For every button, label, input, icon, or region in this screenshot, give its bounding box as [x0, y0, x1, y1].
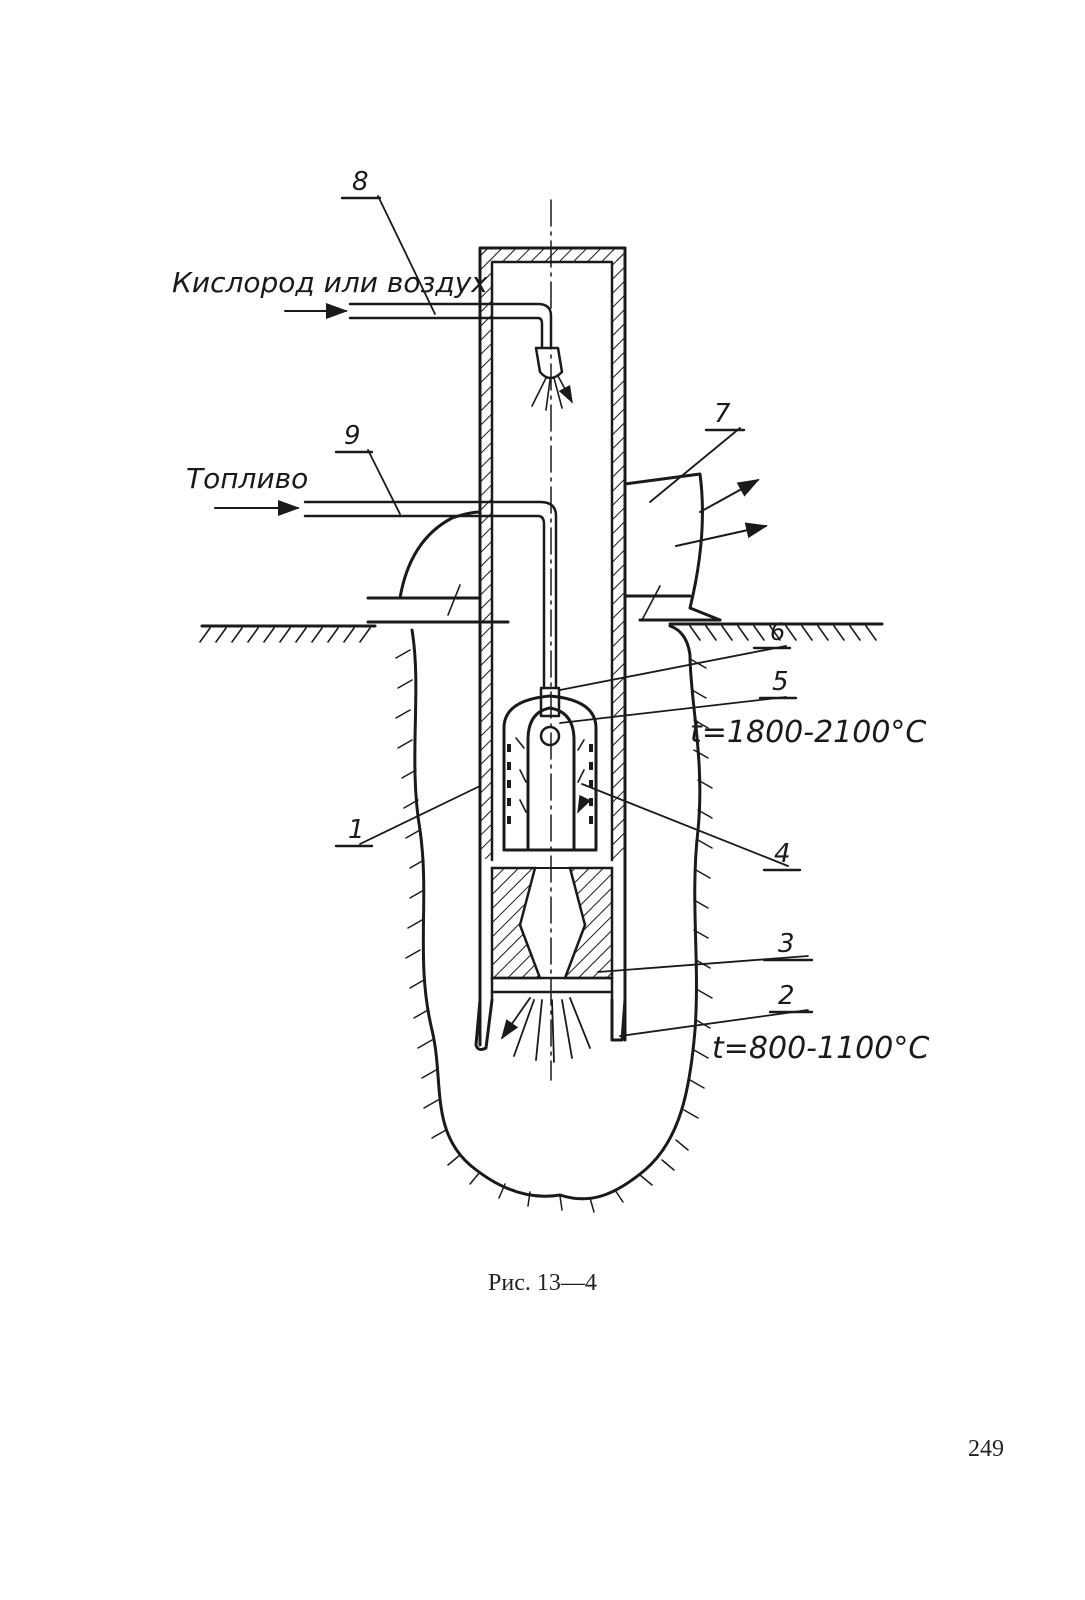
- callout-1: 1: [348, 815, 365, 845]
- callout-4: 4: [774, 839, 791, 869]
- callout-5: 5: [772, 667, 789, 697]
- oxygen-pipe: [284, 302, 572, 410]
- temperature-top-label: t=1800-2100°C: [690, 715, 926, 750]
- nozzle-block: [490, 866, 614, 1002]
- figure-caption: Рис. 13—4: [488, 1270, 597, 1296]
- fuel-pipe: [214, 500, 558, 690]
- exit-arrows: [502, 997, 591, 1063]
- burner-casing: [474, 246, 627, 1051]
- callout-6: 6: [770, 618, 785, 646]
- left-hood: [366, 510, 482, 616]
- callout-9: 9: [344, 421, 361, 451]
- right-hood: [623, 472, 768, 622]
- callout-7: 7: [714, 399, 731, 429]
- ground-cavity: [395, 624, 713, 1213]
- ground-hatching: [199, 625, 877, 643]
- oxygen-or-air-label: Кислород или воздух: [172, 266, 488, 299]
- page-number: 249: [968, 1436, 1004, 1462]
- callout-8: 8: [352, 167, 369, 197]
- callout-2: 2: [778, 981, 795, 1011]
- combustion-chamber: [502, 686, 598, 852]
- temperature-bottom-label: t=800-1100°C: [712, 1031, 929, 1066]
- leader-lines: [334, 195, 814, 1037]
- fuel-label: Топливо: [186, 462, 308, 495]
- callout-3: 3: [778, 929, 795, 959]
- ground-surface: [200, 618, 884, 628]
